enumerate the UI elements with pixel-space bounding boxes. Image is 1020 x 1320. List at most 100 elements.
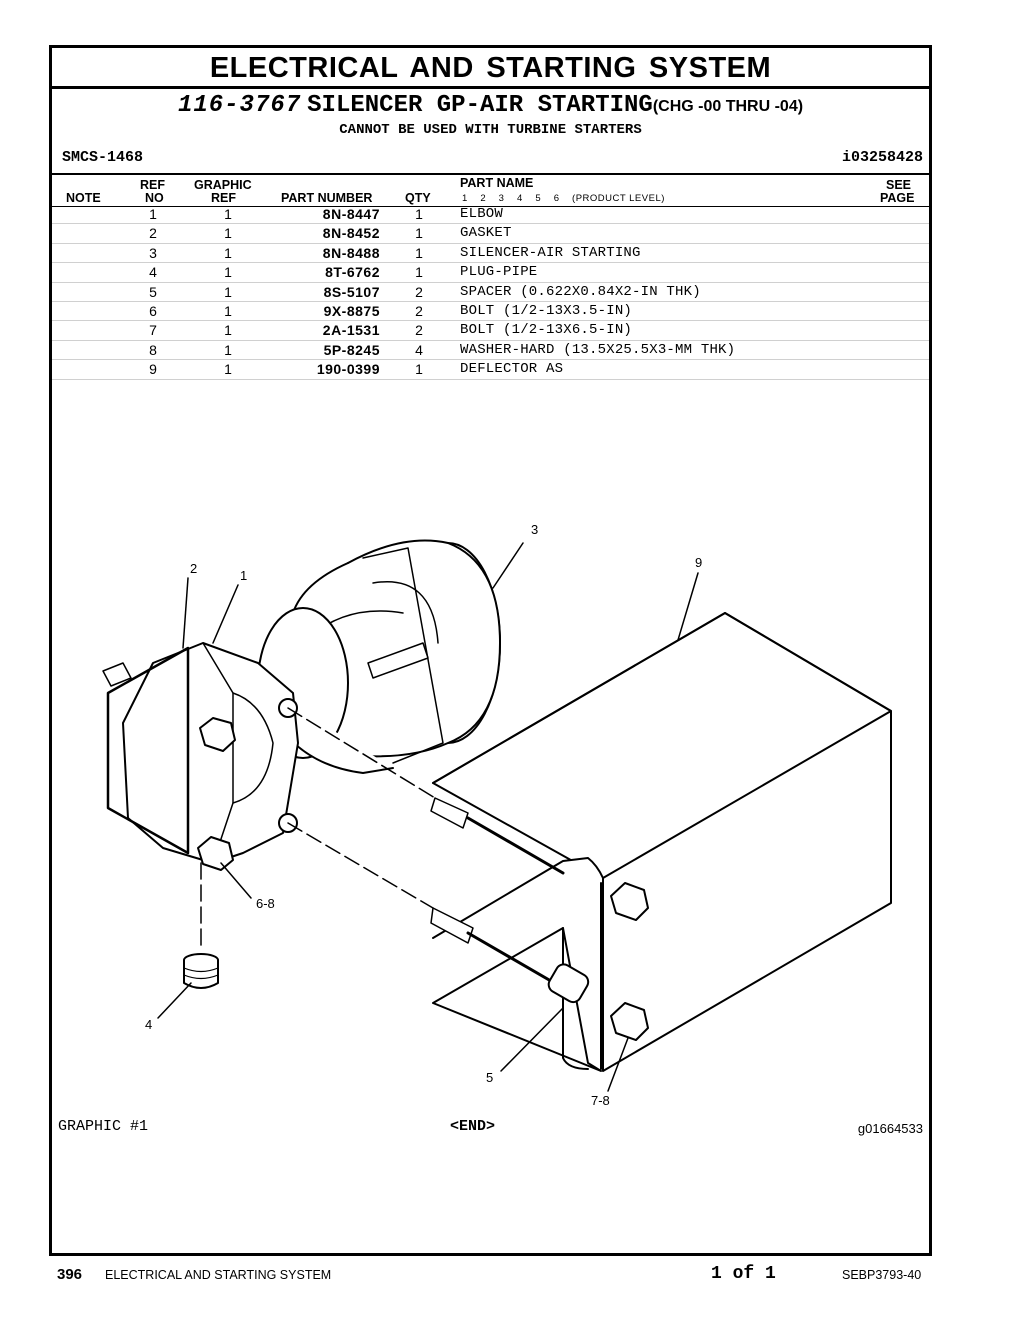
ref-no: 8 bbox=[149, 341, 157, 358]
part-number: 8N-8447 bbox=[322, 206, 380, 222]
table-row: 4 1 8T-6762 1 PLUG-PIPE bbox=[52, 263, 929, 283]
leader-lines bbox=[157, 542, 699, 1092]
spacer-bolt-shapes bbox=[430, 797, 649, 1041]
part-name: ELBOW bbox=[460, 206, 504, 222]
part-group-code: 116-3767 bbox=[177, 92, 302, 119]
exploded-view-diagram: 3 2 1 9 6-8 4 5 7-8 bbox=[102, 522, 892, 1108]
quantity: 1 bbox=[415, 264, 423, 281]
callout-4: 4 bbox=[145, 1017, 152, 1032]
footer-section: ELECTRICAL AND STARTING SYSTEM bbox=[105, 1268, 332, 1282]
graphic-ref: 1 bbox=[224, 244, 232, 261]
parts-table-header: NOTE REF NO GRAPHIC REF PART NUMBER QTY … bbox=[52, 173, 929, 207]
document-id: i03258428 bbox=[841, 149, 923, 166]
graphic-ref: 1 bbox=[224, 283, 232, 300]
quantity: 1 bbox=[415, 206, 423, 222]
section-title: ELECTRICAL AND STARTING SYSTEM bbox=[52, 48, 929, 89]
callout-1: 1 bbox=[240, 568, 247, 583]
callout-6-8: 6-8 bbox=[256, 896, 275, 911]
col-product-level: 1 2 3 4 5 6 (PRODUCT LEVEL) bbox=[462, 193, 665, 204]
col-part-name: PART NAME bbox=[460, 176, 534, 190]
table-row: 6 1 9X-8875 2 BOLT (1/2-13X3.5-IN) bbox=[52, 302, 929, 322]
graphic-ref: 1 bbox=[224, 341, 232, 358]
part-name: WASHER-HARD (13.5X25.5X3-MM THK) bbox=[460, 341, 736, 358]
part-name: PLUG-PIPE bbox=[460, 264, 538, 281]
callout-3: 3 bbox=[531, 522, 538, 537]
table-row: 3 1 8N-8488 1 SILENCER-AIR STARTING bbox=[52, 244, 929, 264]
elbow-shape bbox=[102, 642, 299, 871]
col-ref-bottom: NO bbox=[145, 191, 164, 205]
part-name: GASKET bbox=[460, 225, 512, 242]
ref-no: 7 bbox=[149, 322, 157, 339]
graphic-label: GRAPHIC #1 bbox=[58, 1118, 149, 1135]
part-name: DEFLECTOR AS bbox=[460, 361, 564, 378]
col-see-bottom: PAGE bbox=[880, 191, 915, 205]
graphic-ref: 1 bbox=[224, 225, 232, 242]
plug-shape bbox=[183, 953, 219, 989]
callout-9: 9 bbox=[695, 555, 702, 570]
gasket-shape bbox=[106, 646, 190, 855]
part-number: 8N-8488 bbox=[322, 244, 380, 261]
graphic-ref: 1 bbox=[224, 361, 232, 378]
silencer-shape bbox=[257, 539, 501, 774]
document-number: SEBP3793-40 bbox=[842, 1268, 922, 1282]
col-note: NOTE bbox=[66, 191, 101, 205]
callout-2: 2 bbox=[190, 561, 197, 576]
ref-no: 6 bbox=[149, 302, 157, 319]
col-graphic-top: GRAPHIC bbox=[194, 178, 252, 192]
part-number: 2A-1531 bbox=[322, 322, 380, 339]
ref-no: 2 bbox=[149, 225, 157, 242]
table-row: 7 1 2A-1531 2 BOLT (1/2-13X6.5-IN) bbox=[52, 321, 929, 341]
table-row: 1 1 8N-8447 1 ELBOW bbox=[52, 205, 929, 225]
col-see-top: SEE bbox=[886, 178, 912, 192]
col-ref-top: REF bbox=[140, 178, 165, 192]
part-number: 190-0399 bbox=[316, 361, 380, 378]
part-name: BOLT (1/2-13X6.5-IN) bbox=[460, 322, 633, 339]
quantity: 1 bbox=[415, 225, 423, 242]
graphic-ref: 1 bbox=[224, 264, 232, 281]
part-number: 8S-5107 bbox=[323, 283, 380, 300]
change-range: (CHG -00 THRU -04) bbox=[652, 98, 804, 115]
table-row: 9 1 190-0399 1 DEFLECTOR AS bbox=[52, 360, 929, 380]
ref-no: 9 bbox=[149, 361, 157, 378]
callout-5: 5 bbox=[486, 1070, 493, 1085]
end-marker: <END> bbox=[450, 1118, 496, 1135]
ref-no: 1 bbox=[149, 206, 157, 222]
part-number: 5P-8245 bbox=[323, 341, 380, 358]
part-name: SPACER (0.622X0.84X2-IN THK) bbox=[460, 283, 701, 300]
usage-note: CANNOT BE USED WITH TURBINE STARTERS bbox=[339, 122, 642, 138]
part-number: 8T-6762 bbox=[325, 264, 380, 281]
smcs-code: SMCS-1468 bbox=[62, 149, 144, 166]
graphic-id: g01664533 bbox=[857, 1121, 923, 1136]
page-number: 396 bbox=[57, 1266, 83, 1283]
graphic-ref: 1 bbox=[224, 322, 232, 339]
part-group-title: SILENCER GP-AIR STARTING bbox=[307, 92, 653, 119]
part-name: BOLT (1/2-13X3.5-IN) bbox=[460, 302, 633, 319]
part-number: 9X-8875 bbox=[323, 302, 380, 319]
quantity: 2 bbox=[415, 322, 423, 339]
quantity: 2 bbox=[415, 302, 423, 319]
ref-no: 3 bbox=[149, 244, 157, 261]
ref-no: 4 bbox=[149, 264, 157, 281]
quantity: 1 bbox=[415, 244, 423, 261]
part-name: SILENCER-AIR STARTING bbox=[460, 244, 641, 261]
quantity: 2 bbox=[415, 283, 423, 300]
col-graphic-bottom: REF bbox=[211, 191, 236, 205]
graphic-ref: 1 bbox=[224, 302, 232, 319]
quantity: 1 bbox=[415, 361, 423, 378]
callout-7-8: 7-8 bbox=[591, 1093, 610, 1108]
part-number: 8N-8452 bbox=[322, 225, 380, 242]
ref-no: 5 bbox=[149, 283, 157, 300]
deflector-shape bbox=[432, 612, 892, 1072]
col-qty: QTY bbox=[405, 191, 431, 205]
graphic-ref: 1 bbox=[224, 206, 232, 222]
page-footer: 396 ELECTRICAL AND STARTING SYSTEM 1 of … bbox=[0, 1264, 1020, 1290]
alignment-lines bbox=[200, 707, 436, 949]
quantity: 4 bbox=[415, 341, 423, 358]
table-row: 2 1 8N-8452 1 GASKET bbox=[52, 224, 929, 244]
table-row: 5 1 8S-5107 2 SPACER (0.622X0.84X2-IN THK) bbox=[52, 283, 929, 302]
col-part-number: PART NUMBER bbox=[281, 191, 373, 205]
page-of: 1 of 1 bbox=[711, 1264, 776, 1284]
